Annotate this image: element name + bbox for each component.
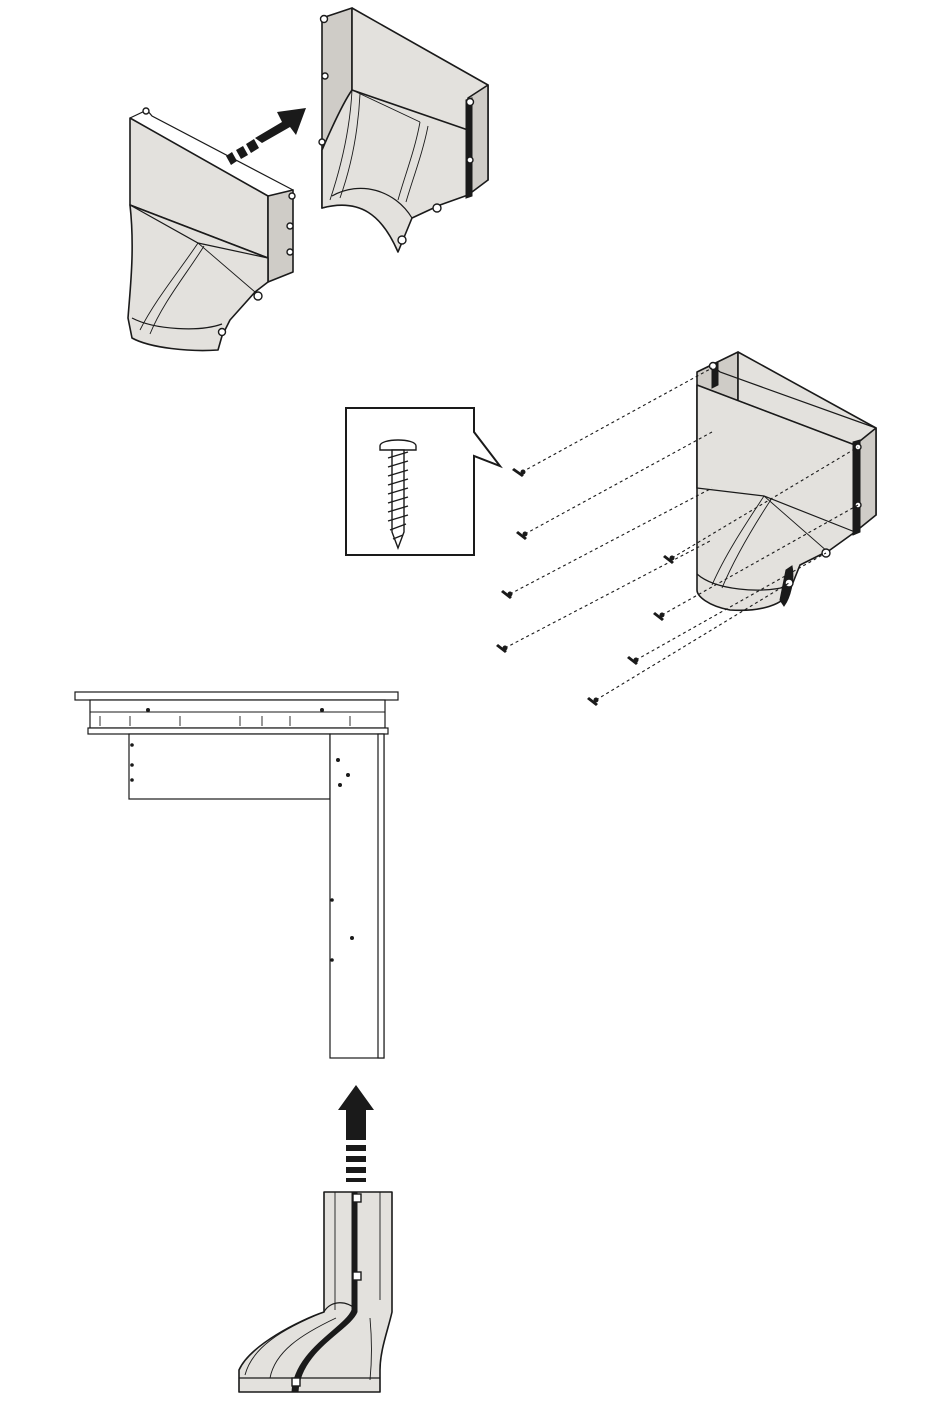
transition-piece-right — [319, 8, 488, 252]
vertical-duct — [330, 734, 384, 1058]
screw-2 — [516, 531, 528, 540]
screw-1 — [512, 468, 526, 477]
screw-7 — [627, 656, 639, 665]
screw-6 — [653, 612, 665, 621]
screw-detail-callout — [346, 408, 500, 555]
panel-1 — [128, 8, 488, 351]
transition-piece-left — [128, 108, 295, 351]
insert-up-arrow-icon — [338, 1085, 374, 1182]
panel-2 — [346, 352, 876, 706]
duct-elbow — [239, 1192, 392, 1392]
cooktop — [75, 692, 398, 734]
blower-housing — [129, 734, 330, 799]
screw-8 — [587, 697, 599, 706]
assembled-transition — [697, 352, 876, 610]
screw-3 — [501, 590, 513, 599]
screw-5 — [663, 555, 675, 564]
join-arrow-icon — [226, 108, 306, 165]
screw-4 — [496, 644, 508, 653]
panel-3 — [75, 692, 398, 1392]
